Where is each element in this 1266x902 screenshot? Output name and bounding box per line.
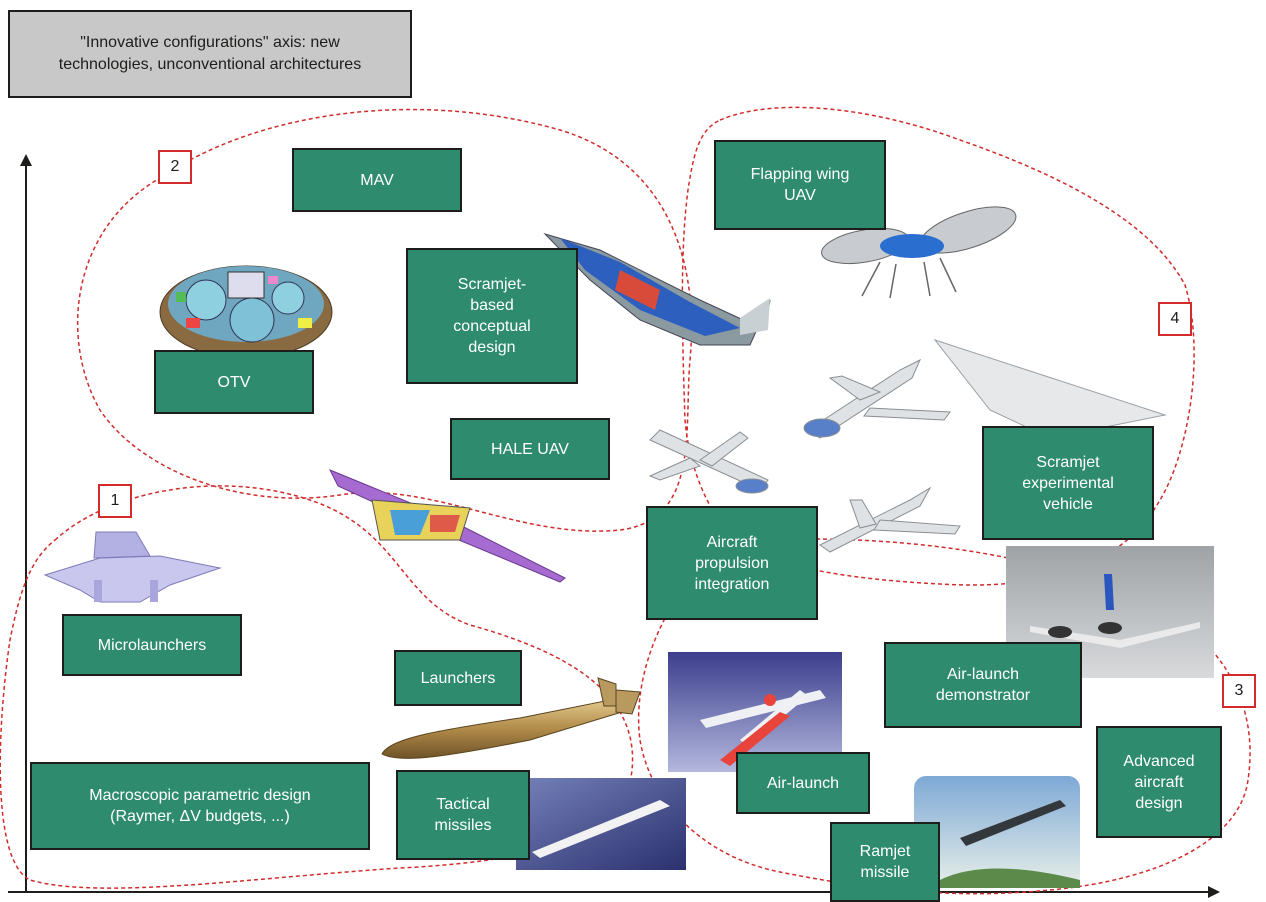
aircraft-image-upper [803, 358, 951, 439]
microlaunchers-image [43, 531, 222, 603]
box-scramjet-conceptual-design: Scramjet- based conceptual design [406, 248, 578, 384]
flapping-wing-image [821, 206, 1017, 299]
box-ramjet-missile: Ramjet missile [830, 822, 940, 902]
scramjet-conceptual-image [543, 232, 771, 346]
missile-image [381, 677, 641, 759]
box-microlaunchers: Microlaunchers [62, 614, 242, 676]
zone-3-outline [637, 538, 1251, 895]
box-tactical-missiles: Tactical missiles [396, 770, 530, 860]
zone-number-3: 3 [1222, 674, 1256, 708]
box-hale-uav: HALE UAV [450, 418, 610, 480]
zone-2-outline [77, 108, 693, 532]
box-aircraft-propulsion-integration: Aircraft propulsion integration [646, 506, 818, 620]
tactical-missile-image [516, 778, 686, 870]
box-advanced-aircraft-design: Advanced aircraft design [1096, 726, 1222, 838]
aircraft-image-lower [819, 486, 961, 553]
aircraft-image-middle [648, 429, 769, 494]
zone-number-1: 1 [98, 484, 132, 518]
zone-number-2: 2 [158, 150, 192, 184]
box-launchers: Launchers [394, 650, 522, 706]
box-flapping-wing-uav: Flapping wing UAV [714, 140, 886, 230]
axis-description-box: "Innovative configurations" axis: new te… [8, 10, 412, 98]
box-otv: OTV [154, 350, 314, 414]
otv-image [159, 265, 333, 359]
box-mav: MAV [292, 148, 462, 212]
hale-uav-image [328, 469, 566, 583]
ramjet-missile-image [914, 776, 1080, 888]
box-scramjet-experimental-vehicle: Scramjet experimental vehicle [982, 426, 1154, 540]
scramjet-experimental-image [933, 339, 1167, 439]
box-air-launch: Air-launch [736, 752, 870, 814]
zone-number-4: 4 [1158, 302, 1192, 336]
box-air-launch-demonstrator: Air-launch demonstrator [884, 642, 1082, 728]
box-macroscopic-parametric-design: Macroscopic parametric design (Raymer, Δ… [30, 762, 370, 850]
